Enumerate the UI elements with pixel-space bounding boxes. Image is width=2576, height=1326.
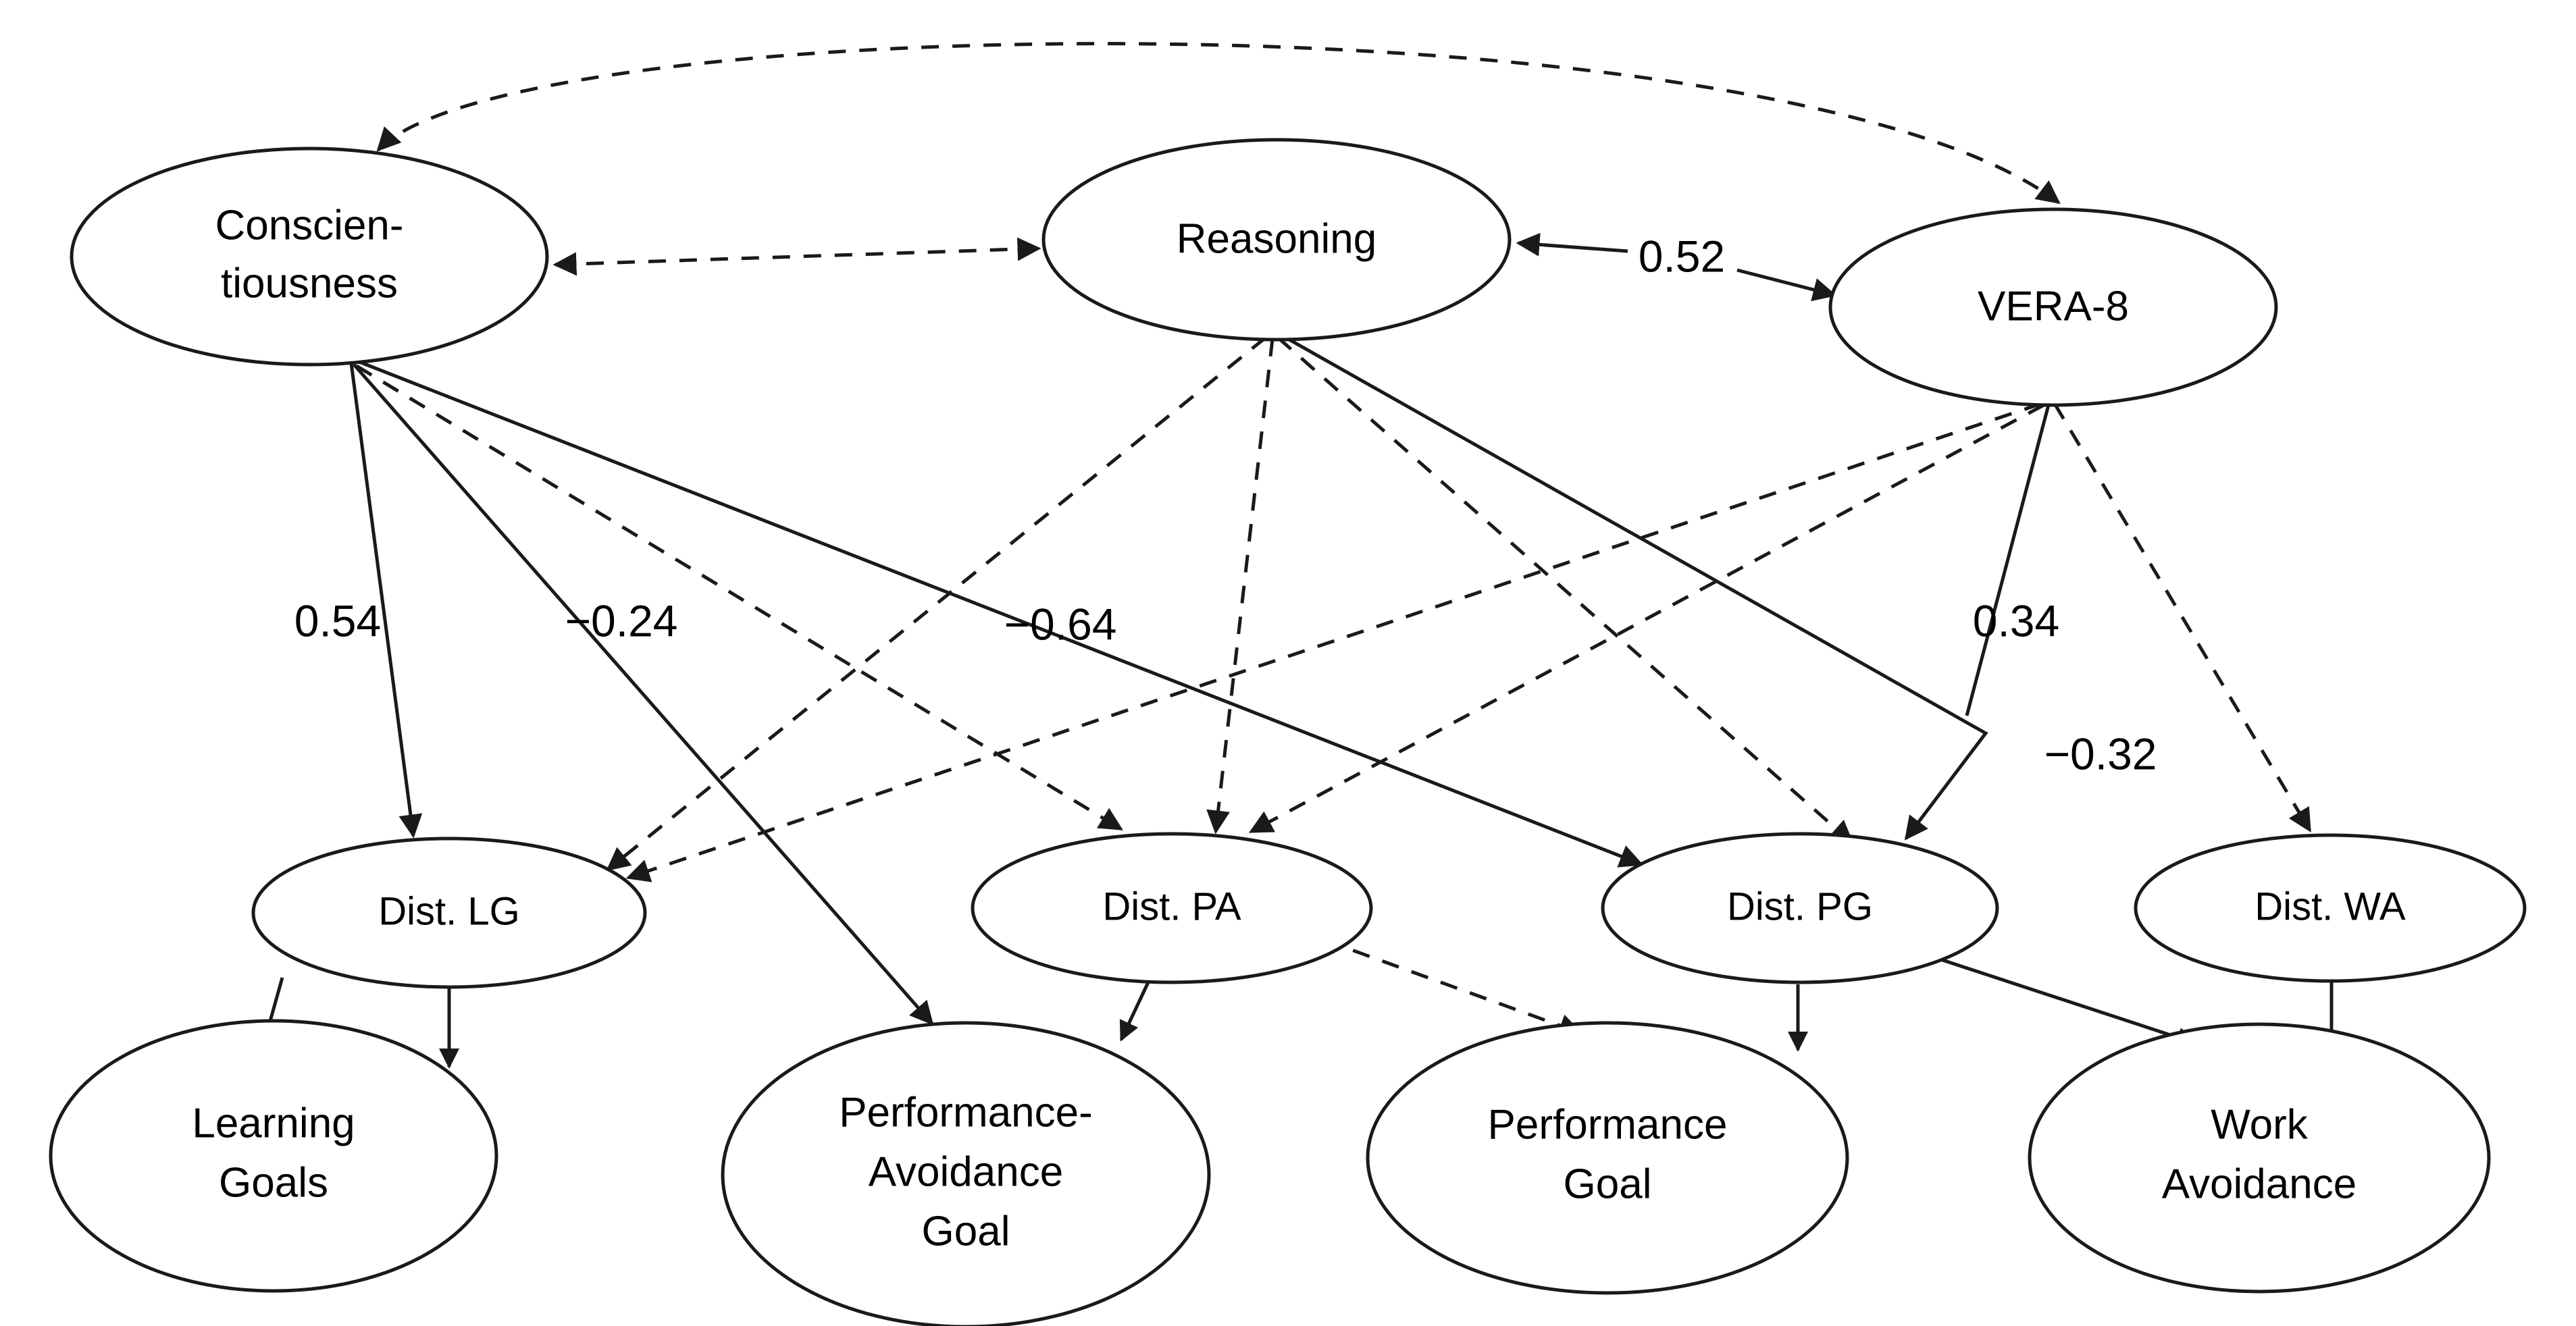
edge-reasoning-dist-lg[interactable]	[606, 336, 1267, 872]
node-label-dist-wa: Dist. WA	[2255, 884, 2406, 928]
node-reasoning[interactable]: Reasoning	[1041, 138, 1512, 342]
node-conscientiousness[interactable]: Conscien- tiousness	[70, 147, 549, 367]
node-label-performance-goal-line1: Performance	[1488, 1101, 1728, 1148]
node-label-conscientiousness-line1: Conscien-	[215, 202, 403, 248]
node-label-dist-pg: Dist. PG	[1727, 884, 1873, 928]
coefficient-conscientiousness-performance-avoidance: −0.24	[565, 595, 678, 645]
edge-vera8-dist-pg[interactable]	[1965, 402, 2051, 716]
edge-vera8-dist-lg[interactable]	[625, 402, 2042, 882]
edge-dist-pg-work-avoidance[interactable]	[1938, 957, 2197, 1047]
node-label-dist-lg: Dist. LG	[378, 889, 520, 933]
node-label-work-avoidance-line2: Avoidance	[2162, 1161, 2356, 1207]
node-dist-wa[interactable]: Dist. WA	[2134, 833, 2527, 983]
coefficient-labels-layer: 0.54 −0.24 −0.64 0.52 0.34 −0.32	[294, 231, 2157, 778]
node-label-pag-line2: Avoidance	[869, 1148, 1063, 1195]
edge-vera8-dist-wa[interactable]	[2053, 402, 2312, 833]
node-work-avoidance[interactable]: Work Avoidance	[2028, 1022, 2491, 1294]
node-label-conscientiousness-line2: tiousness	[221, 260, 398, 307]
node-dist-pg[interactable]: Dist. PG	[1601, 832, 1999, 984]
edge-reasoning-dist-pg-dashed[interactable]	[1277, 336, 1854, 845]
node-dist-lg[interactable]: Dist. LG	[251, 837, 647, 989]
node-performance-goal[interactable]: Performance Goal	[1366, 1021, 1849, 1295]
coefficient-reasoning-dist-pg: −0.64	[1004, 599, 1117, 649]
node-label-reasoning: Reasoning	[1177, 215, 1376, 262]
edge-reasoning-dist-pg-solid[interactable]	[1282, 334, 1988, 841]
edge-dist-pa-performance-avoidance-goal[interactable]	[1119, 981, 1150, 1042]
node-label-learning-goals-line2: Goals	[219, 1159, 328, 1206]
node-learning-goals[interactable]: Learning Goals	[49, 1019, 498, 1293]
node-vera-8[interactable]: VERA-8	[1828, 207, 2278, 407]
edge-conscientiousness-performance-avoidance-goal[interactable]	[353, 363, 934, 1026]
edge-dist-pa-performance-goal[interactable]	[1323, 938, 1583, 1037]
node-label-work-avoidance-line1: Work	[2211, 1101, 2309, 1148]
edge-reasoning-vera8-left[interactable]	[1516, 232, 1628, 257]
node-label-vera-8: VERA-8	[1978, 283, 2129, 329]
edge-reasoning-vera8-right[interactable]	[1736, 268, 1837, 302]
node-label-pag-line1: Performance-	[839, 1089, 1093, 1136]
edge-conscientiousness-reasoning-correlation[interactable]	[552, 237, 1041, 276]
node-label-learning-goals-line1: Learning	[192, 1100, 355, 1146]
coefficient-vera8-dist-pg: 0.34	[1973, 595, 2059, 645]
coefficient-reasoning-vera8: 0.52	[1639, 231, 1725, 281]
node-label-dist-pa: Dist. PA	[1102, 884, 1241, 928]
node-dist-pa[interactable]: Dist. PA	[971, 832, 1373, 984]
coefficient-conscientiousness-dist-lg: 0.54	[294, 595, 381, 645]
nodes-layer: Conscien- tiousness Reasoning VERA-8 Dis…	[49, 138, 2527, 1326]
edge-vera8-dist-pa[interactable]	[1248, 403, 2045, 834]
edge-conscientiousness-dist-pa[interactable]	[355, 364, 1123, 831]
edge-reasoning-dist-pa[interactable]	[1206, 338, 1274, 834]
node-label-pag-line3: Goal	[922, 1208, 1010, 1254]
edge-conscientiousness-dist-lg[interactable]	[349, 363, 423, 839]
node-performance-avoidance-goal[interactable]: Performance- Avoidance Goal	[721, 1021, 1211, 1326]
edge-conscientiousness-dist-pg[interactable]	[359, 360, 1644, 868]
node-label-performance-goal-line2: Goal	[1564, 1161, 1652, 1207]
coefficient-dist-pg-negative: −0.32	[2044, 728, 2157, 778]
